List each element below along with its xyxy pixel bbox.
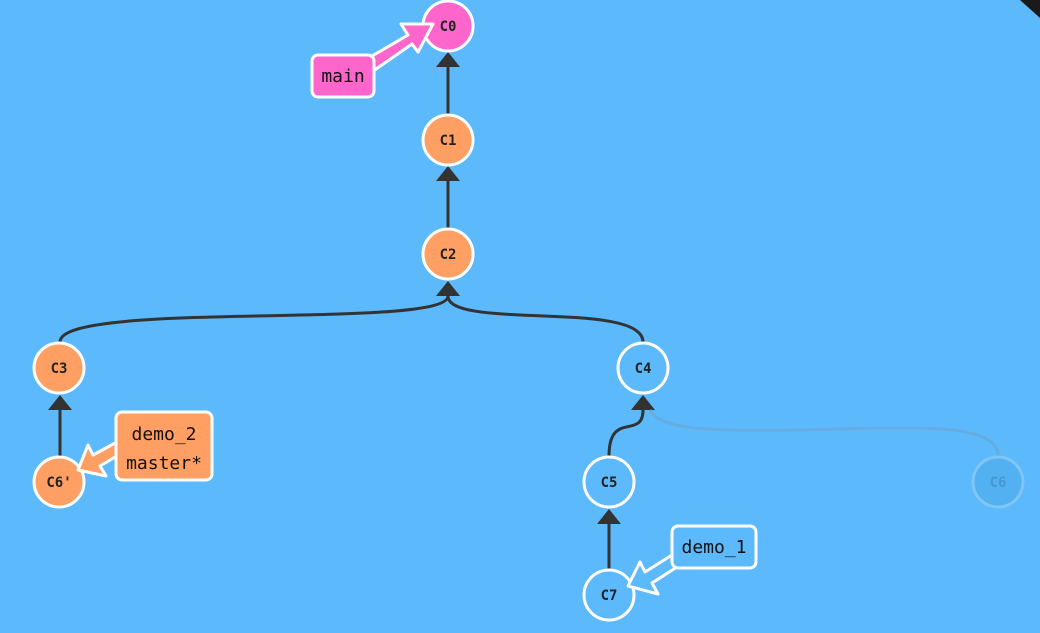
commit-c5[interactable]: C5	[582, 455, 636, 509]
branch-demo-1-box	[670, 524, 758, 570]
commit-c4[interactable]: C4	[616, 341, 670, 395]
commit-c6-ghost[interactable]: C6	[971, 455, 1025, 509]
corner-tab	[1020, 0, 1040, 18]
edge-c5-c4	[607, 409, 645, 457]
commit-c2-label: C2	[440, 247, 457, 263]
commit-c7-label: C7	[601, 588, 618, 604]
commit-c2[interactable]: C2	[421, 227, 475, 281]
commit-c1[interactable]: C1	[421, 113, 475, 167]
branch-main-box	[310, 53, 376, 99]
branch-demo-1[interactable]: demo_1	[626, 524, 758, 596]
commit-c6-prime[interactable]: C6'	[32, 455, 86, 509]
edge-c6prime-c3-arrowhead	[48, 395, 72, 410]
branch-main-label: main	[321, 66, 364, 87]
commit-c6-prime-label: C6'	[46, 475, 71, 491]
branch-demo-2-label: demo_2	[131, 424, 196, 445]
edge-c4-c2	[446, 295, 645, 343]
edges	[48, 52, 1000, 570]
edge-c6-c4-ghost	[648, 409, 1000, 457]
commit-c1-label: C1	[440, 133, 457, 149]
commit-c0-label: C0	[440, 19, 457, 35]
branch-main[interactable]: main	[310, 22, 435, 99]
commit-c7[interactable]: C7	[582, 568, 636, 622]
branch-demo-2[interactable]: demo_2 master*	[76, 410, 214, 482]
commit-c4-label: C4	[635, 361, 652, 377]
commit-c6-ghost-label: C6	[990, 475, 1007, 491]
branch-demo-2-box	[114, 410, 214, 482]
branch-demo-1-label: demo_1	[681, 537, 746, 558]
branch-master-label: master*	[126, 453, 202, 474]
commit-c3[interactable]: C3	[32, 341, 86, 395]
commits: C0 C1 C2 C3 C6' C4 C5 C7	[32, 0, 1025, 622]
edge-c3-c2	[58, 295, 450, 343]
edge-c1-c0-arrowhead	[436, 52, 460, 67]
commit-c5-label: C5	[601, 475, 618, 491]
commit-c3-label: C3	[51, 361, 68, 377]
edge-c2-c1-arrowhead	[436, 166, 460, 181]
edge-c7-c5-arrowhead	[597, 509, 621, 524]
edge-c5-c4-arrowhead	[631, 395, 655, 410]
edge-to-c2-arrowhead	[436, 281, 460, 296]
